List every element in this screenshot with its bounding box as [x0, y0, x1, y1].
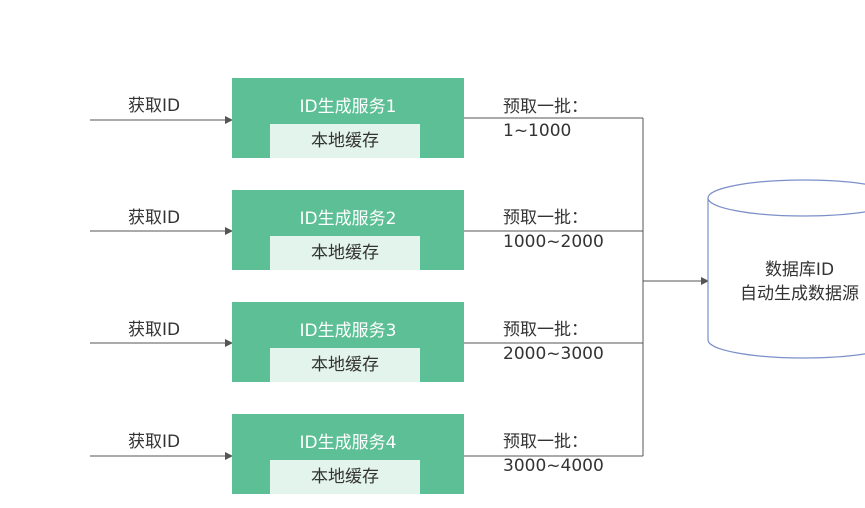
service-box-1: ID生成服务1 本地缓存	[232, 78, 464, 158]
cache-box-3: 本地缓存	[270, 348, 420, 382]
batch-range-4: 3000~4000	[503, 456, 604, 476]
database-cylinder	[707, 179, 865, 359]
cache-box-1: 本地缓存	[270, 124, 420, 158]
batch-range-3: 2000~3000	[503, 344, 604, 364]
batch-label-4: 预取一批： 3000~4000	[503, 430, 604, 478]
batch-title-3: 预取一批：	[503, 320, 588, 340]
request-label-3: 获取ID	[128, 320, 181, 340]
batch-range-1: 1~1000	[503, 121, 572, 141]
request-label-1: 获取ID	[128, 96, 181, 116]
batch-label-1: 预取一批： 1~1000	[503, 95, 588, 143]
service-box-2: ID生成服务2 本地缓存	[232, 190, 464, 270]
service-title-1: ID生成服务1	[299, 97, 397, 117]
batch-title-1: 预取一批：	[503, 97, 588, 117]
batch-label-3: 预取一批： 2000~3000	[503, 318, 604, 366]
service-box-4: ID生成服务4 本地缓存	[232, 414, 464, 494]
batch-range-2: 1000~2000	[503, 232, 604, 252]
cache-box-2: 本地缓存	[270, 236, 420, 270]
service-title-3: ID生成服务3	[299, 321, 397, 341]
service-title-4: ID生成服务4	[299, 433, 397, 453]
batch-title-4: 预取一批：	[503, 432, 588, 452]
database-label: 数据库ID 自动生成数据源	[722, 258, 865, 306]
request-label-4: 获取ID	[128, 432, 181, 452]
batch-title-2: 预取一批：	[503, 208, 588, 228]
batch-label-2: 预取一批： 1000~2000	[503, 206, 604, 254]
request-label-2: 获取ID	[128, 208, 181, 228]
database-label-line1: 数据库ID	[764, 260, 835, 280]
service-box-3: ID生成服务3 本地缓存	[232, 302, 464, 382]
service-title-2: ID生成服务2	[299, 209, 397, 229]
cache-box-4: 本地缓存	[270, 460, 420, 494]
database-label-line2: 自动生成数据源	[740, 284, 859, 304]
